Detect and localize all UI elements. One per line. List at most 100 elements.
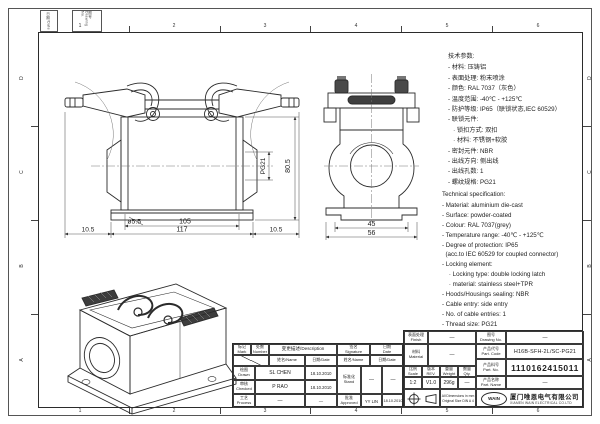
spec-block-en: Technical specification: - Material: alu… xyxy=(442,190,592,330)
zone-tick xyxy=(31,220,38,221)
zone-left-d: D xyxy=(19,76,25,80)
tb-drawing-no-value: — xyxy=(506,331,584,344)
dim-outer-width: 117 xyxy=(176,227,187,234)
spec-en-line: - Temperature range: -40℃ - +125℃ xyxy=(442,231,544,239)
tb-stand-label: 标准化 Stand xyxy=(337,366,361,394)
tb-projection-symbols xyxy=(404,389,440,408)
tb-part-no-label: 产品料号 Part. No. xyxy=(476,359,506,376)
cable-entry-side xyxy=(83,337,121,379)
latch-pad-right xyxy=(179,307,219,327)
tb-process-date: — xyxy=(305,394,337,408)
zone-bottom-5: 5 xyxy=(445,408,449,414)
tb-part-code-label: 产品代号 Part. Code xyxy=(476,344,506,359)
sheet-outer-border xyxy=(8,8,592,416)
tb-name-subheader-2: 姓名/Name xyxy=(337,355,370,366)
tb-checked-name: P RAO xyxy=(255,380,305,394)
zone-tick xyxy=(220,26,221,32)
zone-tick xyxy=(583,314,591,315)
dim-side-outer: 56 xyxy=(368,230,376,237)
latch-hook-right xyxy=(147,302,184,324)
zone-left-a: A xyxy=(19,358,25,362)
tb-material-label: 材料 Material xyxy=(404,344,428,366)
zone-bottom-1: 1 xyxy=(78,408,82,414)
tb-finish-label: 表面处理 Finish xyxy=(404,331,428,344)
dim-side-inner: 45 xyxy=(368,221,376,228)
tb-weight-value: 296g xyxy=(440,377,458,389)
locking-latch-right xyxy=(204,82,238,122)
tb-scale-label: 比例 Scale xyxy=(404,366,422,377)
spec-en-line: - No. of cable entries: 1 xyxy=(442,310,506,318)
tb-rev-label: 版本 REV. xyxy=(422,366,440,377)
tb-checked-label: 审核 Checked xyxy=(233,380,255,394)
zone-bottom-4: 4 xyxy=(354,408,358,414)
spec-cn-line: · 材料: 不锈钢+软胶 xyxy=(448,137,508,145)
zone-tick xyxy=(31,314,38,315)
spec-cn-line: - 出线孔数: 1 xyxy=(448,168,484,176)
tb-dimension-note: All Dimensions in mm Original Size DIN A… xyxy=(440,389,476,408)
tb-date-subheader-1: 日期/Date xyxy=(305,355,337,366)
zone-left-c: C xyxy=(19,170,25,174)
spec-en-line: - Thread size: PG21 xyxy=(442,320,498,328)
tb-mark-label: 标记 Mark xyxy=(233,344,251,355)
spec-cn-title: 技术参数: xyxy=(448,53,475,60)
spec-cn-line: · 锁扣方式: 双扣 xyxy=(448,126,498,134)
tb-part-no-value: 1110162415011 xyxy=(506,359,584,376)
spec-en-line: - Locking element: xyxy=(442,261,493,269)
spec-cn-line: - 密封元件: NBR xyxy=(448,147,494,155)
tb-signature-label: 签名 Signature xyxy=(337,344,370,355)
spec-en-line: - Hoods/Housings sealing: NBR xyxy=(442,291,530,299)
spec-en-title: Technical specification: xyxy=(442,191,506,198)
zone-left-b: B xyxy=(19,264,25,268)
spec-en-line: · material: stainless steel+TPR xyxy=(442,281,533,289)
zone-tick xyxy=(401,26,402,32)
tb-qty-label: 数量 Qty. xyxy=(458,366,476,377)
tb-scale-value: 1:2 xyxy=(404,377,422,389)
zone-tick xyxy=(583,220,591,221)
dim-hole: ø5.5 xyxy=(127,219,141,226)
dim-left-offset: 10.5 xyxy=(82,227,95,234)
zone-bottom-6: 6 xyxy=(536,408,540,414)
corner-cell-date-text: 日期/Date xyxy=(46,12,51,30)
corner-cell-date: 日期/Date xyxy=(40,10,58,32)
spec-cn-line: - 联锁元件: xyxy=(448,116,479,124)
tb-approved-name: YY LIN xyxy=(361,394,382,408)
tb-process-label: 工艺 Process xyxy=(233,394,255,408)
spec-en-line: - Colour: RAL 7037(grey) xyxy=(442,221,511,229)
spec-en-line: - Material: aluminium die-cast xyxy=(442,201,523,209)
locking-latch-left xyxy=(126,82,160,122)
spec-cn-line: - 螺纹规格: PG21 xyxy=(448,178,496,186)
tb-approved-date: 18.10.2010 xyxy=(382,394,404,408)
spec-en-line: - Surface: powder-coated xyxy=(442,211,512,219)
tb-company-cell: WAIN 厦门唯恩电气有限公司 XIAMEN WAIN ELECTRICAL C… xyxy=(476,389,584,408)
projection-cone-icon xyxy=(425,393,437,404)
latch-hook-left xyxy=(117,294,154,316)
tb-description-label: 变更描述/Description xyxy=(269,344,337,355)
spec-cn-line: - 表面处理: 粉末喷涂 xyxy=(448,74,505,82)
zone-right-a: A xyxy=(587,358,593,362)
latch-pin-right xyxy=(280,97,300,108)
zone-tick xyxy=(220,408,221,414)
spec-cn-line: - 温度范围: -40℃ - +125℃ xyxy=(448,95,523,103)
wain-logo: WAIN xyxy=(481,391,508,406)
company-name-en: XIAMEN WAIN ELECTRICAL CO.LTD xyxy=(510,401,572,405)
dim-thread: PG21 xyxy=(260,157,267,174)
tb-process-name: — xyxy=(255,394,305,408)
zone-top-5: 5 xyxy=(445,23,449,29)
zone-tick xyxy=(583,126,591,127)
tb-name-subheader-1: 姓名/Name xyxy=(269,355,305,366)
tb-drawn-label: 绘图 Drawn xyxy=(233,366,255,380)
spec-en-line: (acc.to IEC 60529 for coupled connector) xyxy=(442,251,559,259)
spec-en-line: - Cable entry: side entry xyxy=(442,300,508,308)
dim-height: 80.5 xyxy=(285,159,292,173)
tb-qty-value: — xyxy=(458,377,476,389)
latch-pin-left xyxy=(64,97,84,108)
zone-top-2: 2 xyxy=(172,23,176,29)
zone-tick xyxy=(401,408,402,414)
zone-tick xyxy=(492,408,493,414)
zone-tick xyxy=(310,408,311,414)
dim-inner-width: 105 xyxy=(179,219,191,226)
tb-number-label: 处数 Number xyxy=(251,344,269,355)
spec-en-line: - Degree of protection: IP65 xyxy=(442,241,519,249)
tb-checked-date: 18.10.2010 xyxy=(305,380,337,394)
